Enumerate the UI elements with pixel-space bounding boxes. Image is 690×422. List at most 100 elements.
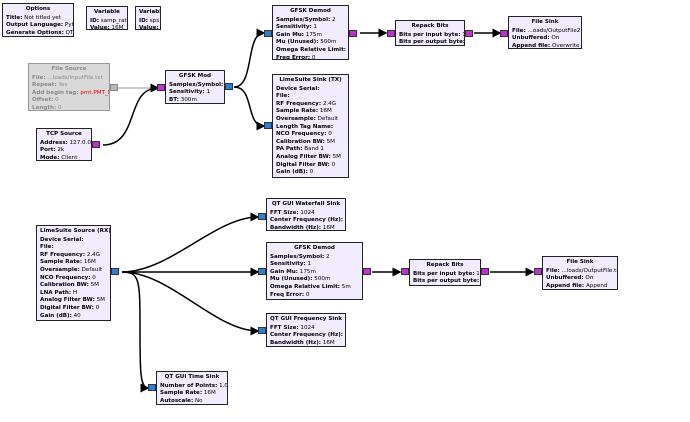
- param-label: Unbuffered:: [512, 35, 550, 42]
- param-value: 0: [53, 97, 59, 104]
- param-value: 16M: [109, 25, 124, 30]
- gfsk-demod-1-output-port[interactable]: [349, 30, 357, 37]
- repack-bits-2-input-port[interactable]: [401, 268, 409, 275]
- block-title: Options: [25, 6, 51, 12]
- block-param-row: Device Serial:: [276, 86, 345, 94]
- block-param-row: Gain Mu: 175m: [276, 32, 345, 40]
- connection-lime-source-to-time-sink[interactable]: [121, 271, 150, 393]
- file-sink-1-input-port[interactable]: [500, 30, 508, 37]
- connection-gfsk-mod-to-lime-sink[interactable]: [233, 86, 266, 131]
- param-label: FFT Size:: [270, 209, 299, 216]
- param-value: 16M: [321, 339, 335, 346]
- gfsk-demod-2-output-port[interactable]: [363, 268, 371, 275]
- param-label: Address:: [40, 139, 68, 146]
- param-value: 5m: [340, 283, 351, 290]
- param-value: 2: [324, 253, 330, 260]
- gfsk-demod-1-input-port[interactable]: [264, 30, 272, 37]
- param-value: 5m: [346, 47, 349, 53]
- gfsk-mod-input-port[interactable]: [157, 84, 165, 91]
- block-param-row: Value: 2: [139, 25, 159, 29]
- repack-bits-2-output-port[interactable]: [481, 268, 489, 275]
- limesuite-source-block[interactable]: LimeSuite Source (RX)Device Serial:File:…: [36, 225, 111, 321]
- param-label: Value:: [90, 25, 110, 30]
- param-label: Calibration BW:: [40, 282, 89, 289]
- param-value: 1024: [298, 209, 315, 216]
- param-value: 16M: [82, 259, 96, 266]
- param-label: Oversample:: [40, 266, 80, 273]
- param-value: Default: [79, 266, 103, 273]
- time-sink-input-port[interactable]: [148, 384, 156, 391]
- block-param-row: LNA Path: H: [40, 290, 107, 298]
- block-param-row: Omega Relative Limit: 5m: [270, 284, 359, 292]
- repack-bits-1-output-port[interactable]: [465, 30, 473, 37]
- param-label: Gain (dB):: [40, 312, 72, 319]
- param-label: Title:: [6, 14, 23, 21]
- param-label: Omega Relative Limit:: [270, 283, 341, 290]
- repack-bits-1-input-port[interactable]: [387, 30, 395, 37]
- block-param-row: Samples/Symbol: 2: [276, 17, 345, 25]
- block-title: GFSK Demod: [294, 245, 335, 251]
- param-label: Device Serial:: [276, 85, 320, 92]
- param-label: Offset:: [32, 97, 54, 104]
- file-sink-2-input-port[interactable]: [534, 268, 542, 275]
- limesuite-sink-input-port[interactable]: [264, 122, 272, 129]
- param-value: 16M: [202, 390, 216, 397]
- waterfall-sink-input-port[interactable]: [258, 213, 266, 220]
- param-label: Bits per input byte:: [399, 31, 461, 38]
- param-label: Unbuffered:: [546, 275, 584, 282]
- block-param-row: File:: [40, 244, 107, 252]
- param-label: Samples/Symbol:: [270, 253, 325, 260]
- param-label: Samples/Symbol:: [169, 81, 224, 88]
- tcp-source-output-port[interactable]: [92, 141, 100, 148]
- gfsk-demod-2-input-port[interactable]: [258, 268, 266, 275]
- block-param-row: Value: 16M: [90, 25, 124, 30]
- param-value: Band 1: [302, 146, 324, 153]
- connection-lime-source-to-waterfall[interactable]: [121, 212, 260, 273]
- param-label: Generate Options:: [6, 29, 64, 36]
- param-value: 0: [343, 332, 346, 338]
- param-value: 0: [56, 104, 62, 111]
- param-value: 1: [305, 261, 312, 268]
- block-param-row: Sensitivity: 1: [276, 24, 345, 32]
- param-label: File:: [276, 93, 290, 100]
- file-source-output-port[interactable]: [110, 84, 118, 91]
- block-param-row: Bits per input byte: 1: [399, 31, 464, 40]
- param-value: On: [583, 275, 594, 282]
- limesuite-sink-block[interactable]: LimeSuite Sink (TX)Device Serial:File:RF…: [272, 74, 349, 178]
- block-param-row: Sensitivity: 1: [270, 261, 359, 269]
- param-label: File:: [40, 244, 54, 251]
- param-label: NCO Frequency:: [40, 274, 91, 281]
- param-value: pmt.PMT_NIL: [80, 89, 109, 96]
- block-title: File Sink: [531, 19, 559, 25]
- connection-gfsk-mod-to-demod-1[interactable]: [233, 28, 266, 88]
- param-value: 500m: [318, 39, 337, 46]
- block-param-row: NCO Frequency: 0: [40, 275, 107, 283]
- limesuite-source-output-port[interactable]: [111, 268, 119, 275]
- param-label: Sensitivity:: [276, 24, 312, 31]
- block-param-row: Digital Filter BW: 0: [276, 162, 345, 170]
- connection-tcp-to-gfsk-mod[interactable]: [102, 83, 160, 146]
- connection-lime-source-to-freq-sink[interactable]: [121, 271, 260, 336]
- frequency-sink-input-port[interactable]: [258, 327, 266, 334]
- param-value: 0: [93, 304, 100, 311]
- gfsk-mod-output-port[interactable]: [225, 83, 233, 90]
- block-param-row: File: ...oads/OutputFile2.txt: [512, 28, 581, 36]
- param-label: Digital Filter BW:: [40, 304, 94, 311]
- param-value: 0: [310, 54, 316, 60]
